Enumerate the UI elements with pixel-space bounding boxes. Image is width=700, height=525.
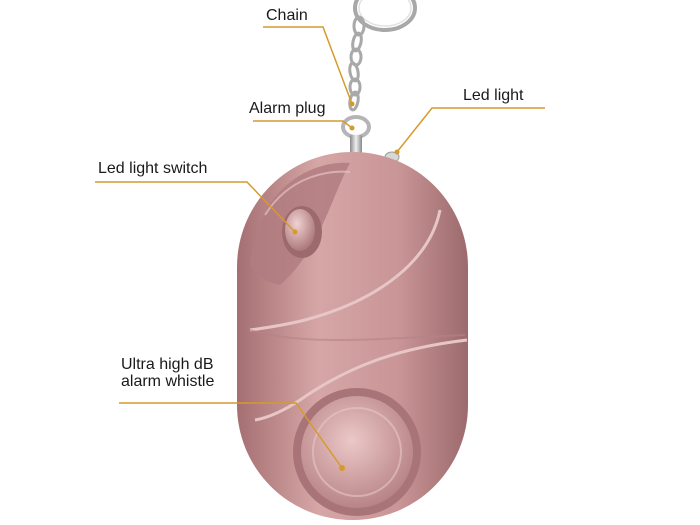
callout-led-switch [95, 181, 296, 233]
callout-dots [292, 101, 400, 471]
label-alarm-whistle: Ultra high dB alarm whistle [121, 356, 214, 390]
callout-alarm-plug [253, 120, 353, 129]
label-whistle-line2: alarm whistle [121, 373, 215, 390]
callout-whistle [119, 402, 343, 469]
label-alarm-plug: Alarm plug [249, 100, 326, 117]
key-ring [353, 0, 417, 32]
chain [348, 15, 366, 112]
callout-lines [95, 26, 545, 469]
alarm-whistle [293, 388, 421, 516]
label-chain: Chain [266, 7, 308, 24]
callout-led-light [396, 107, 545, 153]
led-switch-button [282, 206, 322, 258]
label-led-light: Led light [463, 87, 524, 104]
alarm-plug [341, 115, 371, 157]
label-led-light-switch: Led light switch [98, 160, 208, 177]
label-whistle-line1: Ultra high dB [121, 356, 214, 373]
callout-chain [263, 26, 353, 105]
